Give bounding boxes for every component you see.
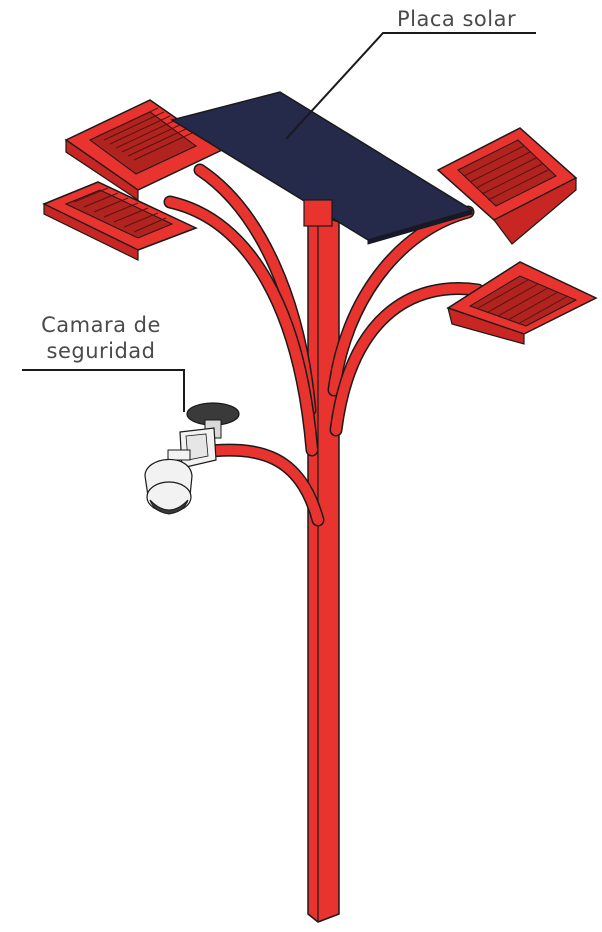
lamp-arms xyxy=(163,163,485,527)
lamp-head-right-lower xyxy=(446,261,598,345)
security-camera-label: Camara de seguridad xyxy=(26,312,176,364)
solar-panel-label: Placa solar xyxy=(397,7,517,31)
main-pole xyxy=(307,214,340,923)
camera-leader xyxy=(22,369,185,412)
lamp-head-left-lower xyxy=(42,181,198,261)
solar-panel-leader xyxy=(285,32,536,140)
lamp-head-right-upper xyxy=(436,127,578,245)
security-camera-label-line-2: seguridad xyxy=(46,339,156,363)
security-camera-label-line-1: Camara de xyxy=(41,313,161,337)
solar-panel xyxy=(170,91,474,245)
security-camera xyxy=(144,402,240,515)
leader-lines xyxy=(22,32,536,412)
